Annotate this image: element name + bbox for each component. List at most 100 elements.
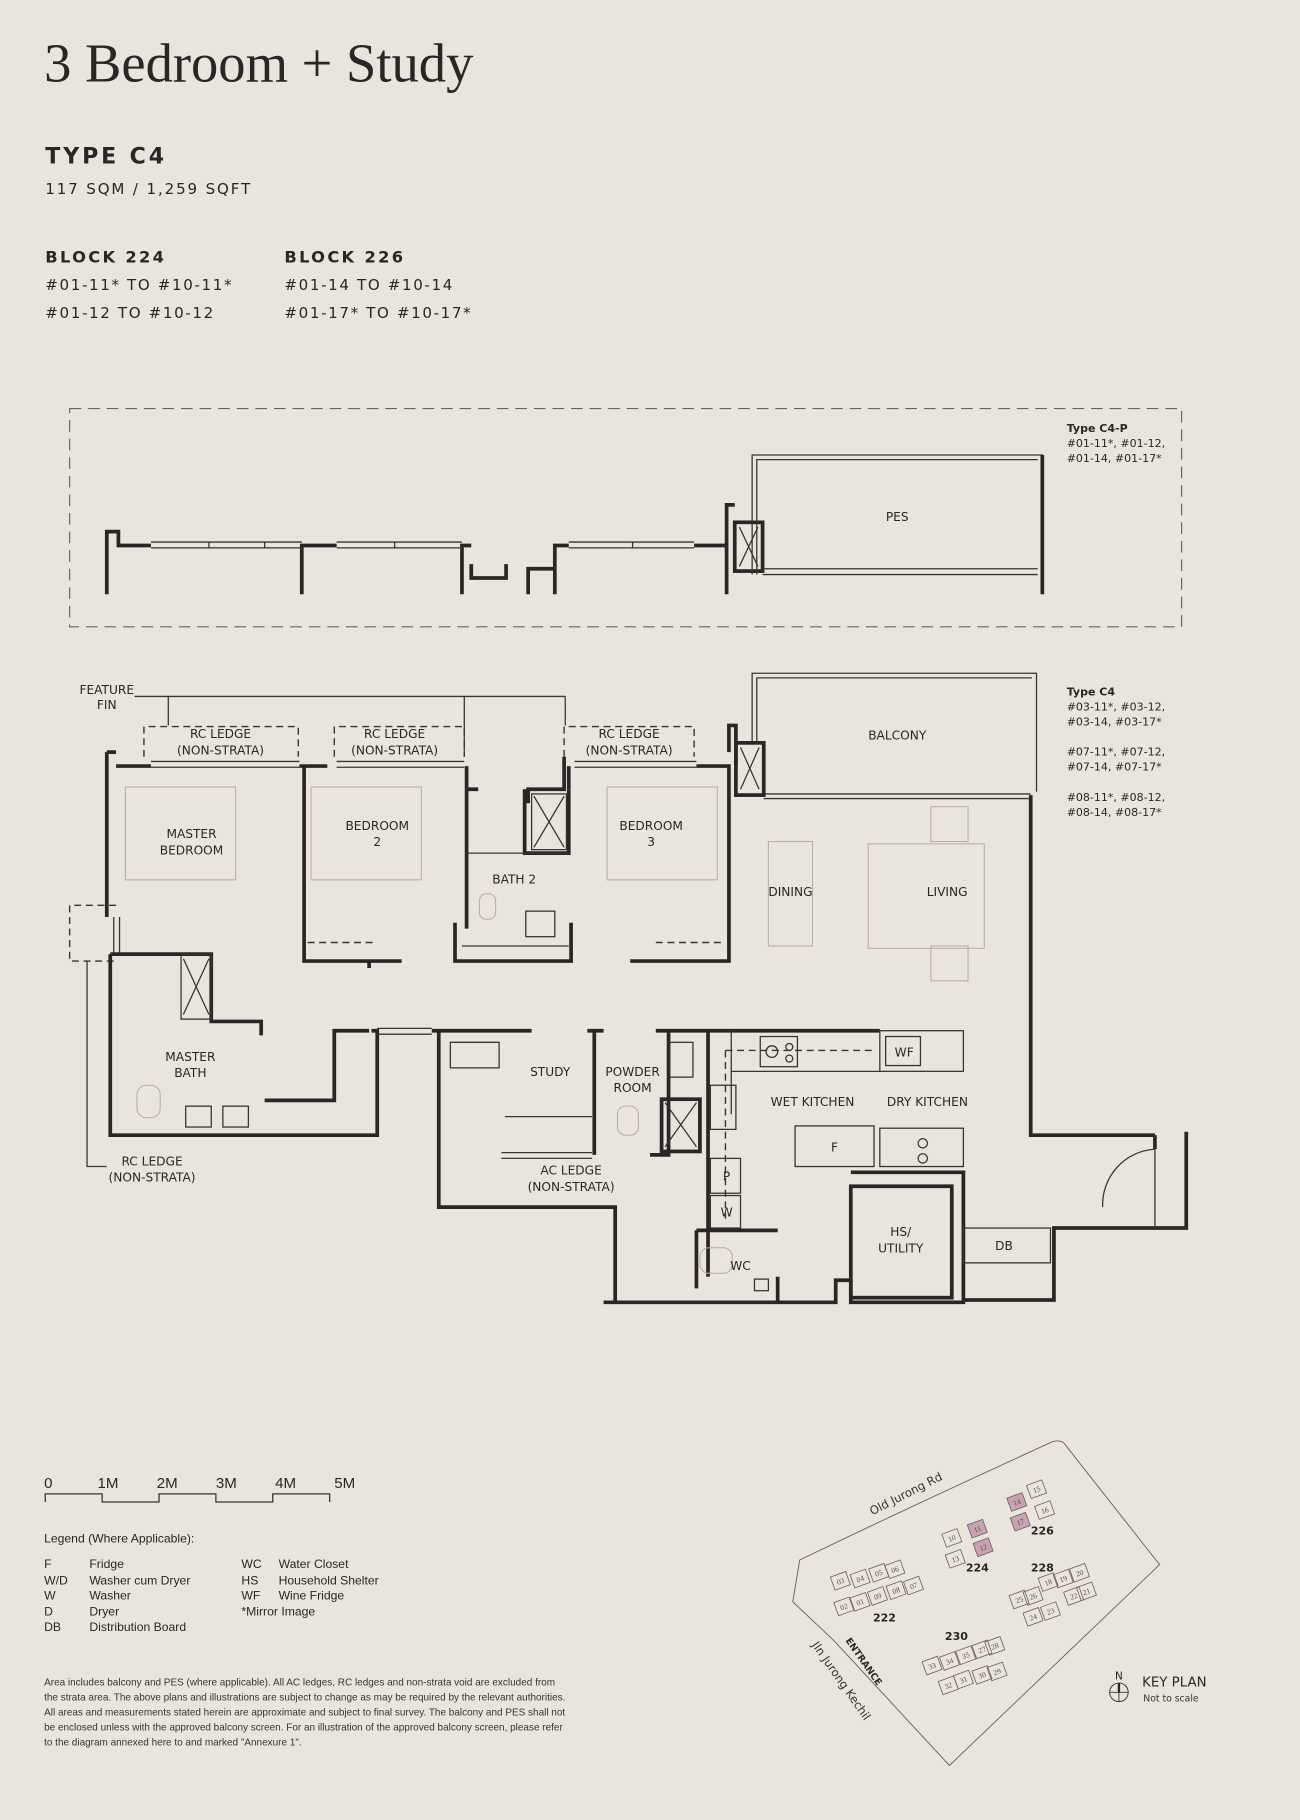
key-plan-unit-outline [938,1651,961,1671]
key-plan-unit-number: 30 [977,1670,987,1681]
key-plan-unit-outline [884,1559,906,1580]
key-plan-unit: 01 [849,1591,871,1612]
key-plan-unit: 25 [1008,1589,1030,1610]
scale-label: 0 [44,1475,52,1492]
disclaimer-line: be enclosed unless with the approved bal… [44,1723,563,1734]
rc-ledge-label: RC LEDGE [190,727,251,741]
key-plan-unit-outline [1025,1479,1048,1500]
north-label: N [1115,1671,1123,1683]
type-c4-units: #08-11*, #08-12, [1067,791,1166,804]
bath-2-label: BATH 2 [492,872,536,886]
key-plan-unit: 05 [868,1562,890,1583]
key-plan-unit-number: 15 [1032,1484,1042,1495]
key-plan-unit-outline [921,1655,943,1676]
type-c4p-units: #01-14, #01-17* [1067,452,1162,465]
key-plan-unit: 17 [1009,1511,1031,1532]
key-plan-unit-number: 19 [1058,1573,1068,1584]
type-c4p-title: Type C4-P [1067,422,1128,435]
type-c4-units: #07-14, #07-17* [1067,761,1162,774]
key-plan-unit-number: 17 [1015,1516,1025,1527]
key-plan-unit: 19 [1052,1568,1074,1589]
master-bath-label: BATH [174,1066,206,1080]
key-plan-unit-number: 03 [835,1576,845,1587]
key-plan-unit-number: 06 [890,1564,900,1575]
legend-abbr: DB [44,1620,61,1634]
key-plan-unit: 18 [1037,1572,1059,1592]
key-plan-unit: 22 [1063,1586,1085,1606]
legend-desc: Water Closet [279,1557,350,1571]
key-plan-unit-outline [1022,1586,1044,1606]
legend-desc: Washer cum Dryer [89,1573,190,1587]
powder-room-label: POWDER [605,1065,660,1079]
key-plan-unit-number: 25 [1014,1594,1024,1605]
rc-ledge-label: (NON-STRATA) [351,743,438,757]
legend-desc: Distribution Board [89,1620,186,1634]
hs-utility-label: UTILITY [878,1241,924,1255]
key-plan-unit: 02 [833,1596,855,1617]
block-226-title: BLOCK 226 [284,247,405,266]
key-plan-unit-number: 14 [1012,1497,1022,1508]
type-c4-title: Type C4 [1067,685,1116,698]
key-plan-unit-outline [984,1636,1006,1656]
key-plan-unit-number: 02 [839,1601,849,1612]
key-plan-unit-outline [866,1586,889,1606]
wine-fridge-label: WF [895,1045,914,1059]
key-plan-unit-outline [1052,1568,1074,1589]
road-jln-jurong-kechil: Jln Jurong Kechil [808,1638,873,1723]
key-plan-unit-outline [849,1591,871,1612]
powder-room-label: ROOM [614,1081,652,1095]
key-plan-unit: 16 [1034,1500,1056,1520]
hs-utility-label: HS/ [890,1225,912,1239]
block-224-units: #01-12 TO #10-12 [45,304,215,322]
key-plan-unit-number: 16 [1040,1505,1050,1516]
key-plan-unit: 34 [938,1651,961,1671]
type-c4p-units: #01-11*, #01-12, [1067,437,1166,450]
legend-desc: Dryer [89,1605,119,1619]
block-224-units: #01-11* TO #10-11* [45,276,233,294]
key-plan-unit-number: 01 [855,1597,865,1608]
key-plan-unit-number: 35 [961,1650,971,1661]
key-plan-unit-outline [966,1518,988,1539]
block-label: 228 [1031,1562,1054,1575]
key-plan-unit-number: 31 [958,1674,968,1685]
dining-label: DINING [768,885,812,899]
rc-ledge-label: RC LEDGE [121,1154,182,1168]
key-plan-unit: 35 [955,1645,977,1666]
legend-abbr: HS [241,1573,258,1587]
disclaimer-line: Area includes balcony and PES (where app… [44,1677,555,1688]
key-plan-unit: 21 [1075,1581,1097,1602]
key-plan-unit: 31 [952,1669,974,1690]
fridge-label: F [831,1140,838,1154]
type-c4-units: #08-14, #08-17* [1067,806,1162,819]
bedroom-3-label: BEDROOM [619,819,683,833]
key-plan-unit-outline [1063,1586,1085,1606]
key-plan-unit-number: 33 [927,1660,937,1671]
key-plan-unit: 32 [937,1675,959,1696]
ac-ledge-label: AC LEDGE [540,1164,601,1178]
key-plan-unit-outline [971,1639,993,1660]
key-plan-unit-outline [944,1548,966,1569]
key-plan-unit: 27 [971,1639,993,1660]
master-bedroom-label: BEDROOM [160,843,224,857]
bedroom-2-label: BEDROOM [345,819,409,833]
key-plan-unit: 28 [984,1636,1006,1656]
key-plan-unit: 10 [941,1528,963,1548]
legend-abbr: D [44,1605,53,1619]
key-plan-unit-outline [986,1661,1008,1682]
unit-area: 117 SQM / 1,259 SQFT [45,180,252,198]
key-plan-subtitle: Not to scale [1143,1694,1199,1705]
feature-fin-label: FIN [97,698,117,712]
key-plan-unit-outline [941,1528,963,1548]
key-plan-unit: 04 [849,1568,871,1589]
key-plan-unit: 26 [1022,1586,1044,1606]
legend-desc: Washer [89,1588,130,1602]
key-plan-unit: 11 [966,1518,988,1539]
key-plan-unit-outline [955,1645,977,1666]
key-plan-unit-outline [1034,1500,1056,1520]
disclaimer: Area includes balcony and PES (where app… [44,1677,565,1748]
key-plan-unit-number: 26 [1028,1591,1038,1602]
key-plan-title: KEY PLAN [1142,1676,1206,1691]
type-c4-units: #03-11*, #03-12, [1067,700,1166,713]
scale-label: 1M [98,1475,119,1492]
